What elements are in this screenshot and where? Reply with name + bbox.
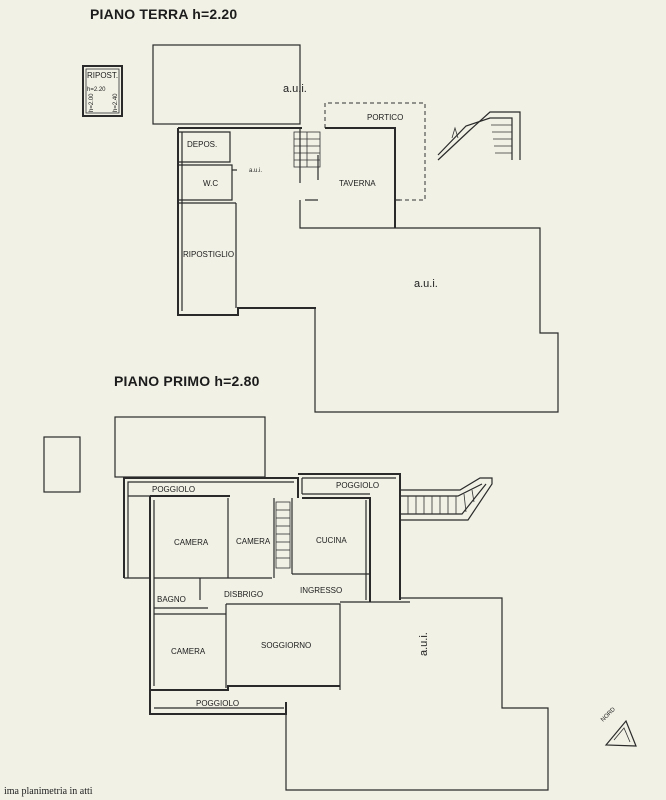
first-floor-stair-symbol <box>275 501 291 569</box>
first-floor-small-square <box>43 436 81 493</box>
ground-aui-inner-label: a.u.i. <box>249 168 262 174</box>
ground-external-stair <box>437 111 521 161</box>
outbuilding-dim-right: h=2.40 <box>113 93 119 112</box>
taverna-label: TAVERNA <box>339 179 376 188</box>
first-aui-label: a.u.i. <box>418 632 430 656</box>
ingresso-label: INGRESSO <box>300 586 342 595</box>
camera-2-label: CAMERA <box>236 537 271 546</box>
ground-aui-top-label: a.u.i. <box>283 83 307 95</box>
disbrigo-label: DISBRIGO <box>224 590 263 599</box>
wc-label: W.C <box>203 179 218 188</box>
camera-3-label: CAMERA <box>171 647 206 656</box>
cucina-label: CUCINA <box>316 536 347 545</box>
ground-aui-right-label: a.u.i. <box>414 278 438 290</box>
depos-label: DEPOS. <box>187 140 217 149</box>
footer-note: ima planimetria in atti <box>4 786 93 797</box>
portico-label: PORTICO <box>367 113 403 122</box>
ground-stair-symbol <box>293 131 321 168</box>
ripostiglio-label: RIPOSTIGLIO <box>183 250 234 259</box>
first-floor-external-stair <box>400 477 493 521</box>
outbuilding-height: h=2.20 <box>87 87 106 93</box>
first-floor-title: PIANO PRIMO h=2.80 <box>114 373 260 389</box>
bagno-label: BAGNO <box>157 595 186 604</box>
outbuilding-ripostiglio: RIPOST. h=2.20 h=2.00 h=2.40 <box>82 65 123 117</box>
poggiolo-bottom-label: POGGIOLO <box>196 699 239 708</box>
north-arrow-label: NORD <box>600 706 617 723</box>
portico-area: PORTICO <box>324 102 426 201</box>
north-arrow-icon: NORD <box>600 706 637 747</box>
poggiolo-right-label: POGGIOLO <box>336 481 379 490</box>
outbuilding-label: RIPOST. <box>87 71 118 80</box>
first-floor-walls <box>123 473 549 791</box>
first-floor-top-box <box>114 416 266 478</box>
ground-floor-title: PIANO TERRA h=2.20 <box>90 6 237 22</box>
soggiorno-label: SOGGIORNO <box>261 641 311 650</box>
ground-aui-top-area: a.u.i. <box>152 44 307 125</box>
camera-1-label: CAMERA <box>174 538 209 547</box>
outbuilding-dim-left: h=2.00 <box>89 93 95 112</box>
poggiolo-left-label: POGGIOLO <box>152 485 195 494</box>
ground-floor-walls <box>177 127 559 413</box>
